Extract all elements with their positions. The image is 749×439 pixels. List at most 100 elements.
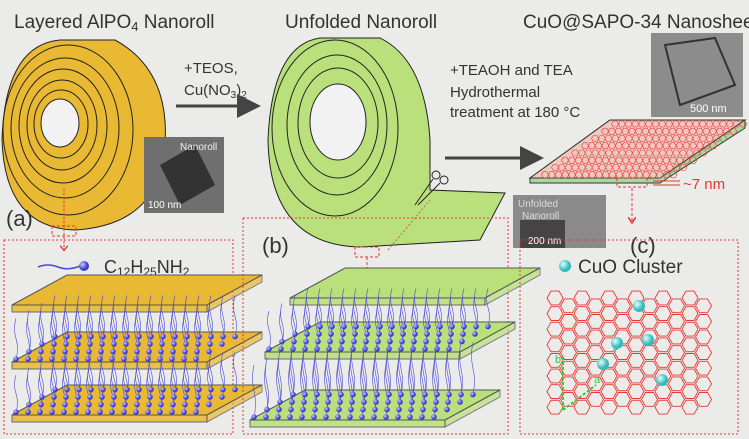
surfactant-head — [63, 394, 69, 400]
surfactant-head — [302, 391, 308, 398]
surfactant-head — [336, 406, 342, 413]
surfactant-chain — [233, 352, 237, 390]
surfactant-chain — [161, 295, 165, 337]
surfactant-head — [219, 394, 225, 400]
surfactant-head — [109, 409, 115, 415]
surfactant-chain — [149, 295, 153, 337]
alpo4-nanoroll — [1, 39, 166, 231]
title-b: Unfolded Nanoroll — [285, 12, 437, 33]
surfactant-head — [159, 394, 165, 400]
surfactant-chain — [278, 349, 282, 403]
surfactant-head — [288, 406, 294, 413]
surfactant-chain — [65, 295, 69, 337]
surfactant-head — [372, 406, 378, 413]
surfactant-head — [431, 414, 437, 420]
surfactant-chain — [402, 288, 406, 327]
surfactant-head — [63, 341, 69, 347]
surfactant-head — [123, 341, 129, 347]
surfactant-head — [338, 346, 344, 352]
surfactant-head — [99, 394, 105, 400]
surfactant-head — [206, 401, 212, 408]
surfactant-head — [196, 333, 202, 340]
surfactant-head — [313, 399, 319, 405]
surfactant-head — [341, 323, 347, 330]
surfactant-head — [146, 348, 152, 355]
surfactant-head — [338, 391, 344, 398]
surfactant-head — [169, 409, 175, 415]
surfactant-head — [350, 346, 356, 352]
surfactant-chain — [233, 295, 237, 337]
surfactant-chain — [125, 295, 129, 337]
surfactant-head — [112, 333, 118, 340]
surfactant-head — [413, 323, 419, 330]
surfactant-head — [266, 346, 272, 352]
surfactant-head — [184, 386, 190, 393]
surfactant-head — [446, 391, 452, 398]
title-c: CuO@SAPO-34 Nanosheet — [523, 12, 749, 33]
surfactant-head — [195, 341, 201, 347]
surfactant-head — [353, 323, 359, 330]
tem-image-a: Nanoroll 100 nm — [144, 137, 224, 213]
surfactant-chain — [390, 288, 394, 327]
surfactant-head — [419, 414, 425, 420]
surfactant-head — [64, 333, 70, 340]
unfolded-layer-stack — [249, 267, 541, 428]
surfactant-head — [112, 386, 118, 393]
surfactant-head — [408, 406, 414, 413]
surfactant-head — [86, 348, 92, 355]
surfactant-chain — [438, 288, 442, 327]
surfactant-chain — [197, 352, 201, 390]
surfactant-head — [73, 409, 79, 415]
surfactant-head — [219, 341, 225, 347]
surfactant-head — [121, 409, 127, 415]
surfactant-chain — [14, 317, 18, 360]
surfactant-head — [37, 409, 43, 415]
surfactant-chain — [354, 288, 358, 327]
surfactant-head — [303, 338, 309, 345]
step2-line2: Hydrothermal — [450, 84, 540, 101]
surfactant-head — [337, 399, 343, 405]
surfactant-head — [291, 338, 297, 345]
surfactant-head — [124, 386, 130, 393]
surfactant-head — [385, 399, 391, 405]
surfactant-head — [136, 333, 142, 340]
surfactant-head — [62, 348, 68, 355]
surfactant-head — [147, 394, 153, 400]
surfactant-head — [401, 323, 407, 330]
surfactant-head — [50, 348, 56, 355]
surfactant-chain — [197, 295, 201, 337]
surfactant-head — [437, 323, 443, 330]
surfactant-head — [327, 338, 333, 345]
surfactant-head — [61, 409, 67, 415]
surfactant-chain — [342, 288, 346, 327]
surfactant-head — [220, 386, 226, 393]
surfactant-head — [461, 323, 467, 330]
surfactant-head — [290, 391, 296, 398]
surfactant-head — [26, 348, 32, 355]
surfactant-head — [134, 401, 140, 408]
surfactant-chain — [399, 342, 403, 395]
surfactant-head — [389, 323, 395, 330]
surfactant-head — [328, 331, 334, 337]
surfactant-head — [347, 414, 353, 420]
surfactant-head — [349, 399, 355, 405]
surfactant-head — [361, 399, 367, 405]
surfactant-chain — [40, 302, 44, 345]
surfactant-head — [110, 401, 116, 408]
surfactant-head — [87, 341, 93, 347]
surfactant-chain — [125, 352, 129, 390]
surfactant-chain — [375, 342, 379, 395]
title-a: Layered AlPO4 Nanoroll — [14, 12, 215, 34]
surfactant-head — [100, 333, 106, 340]
surfactant-head — [88, 333, 94, 340]
surfactant-head — [170, 401, 176, 408]
surfactant-head — [38, 348, 44, 355]
cuo-cluster — [656, 374, 668, 386]
surfactant-head — [377, 323, 383, 330]
surfactant-chain — [77, 295, 81, 337]
surfactant-head — [133, 409, 139, 415]
surfactant-chain — [327, 342, 331, 395]
surfactant-head — [362, 391, 368, 398]
surfactant-chain — [113, 352, 117, 390]
